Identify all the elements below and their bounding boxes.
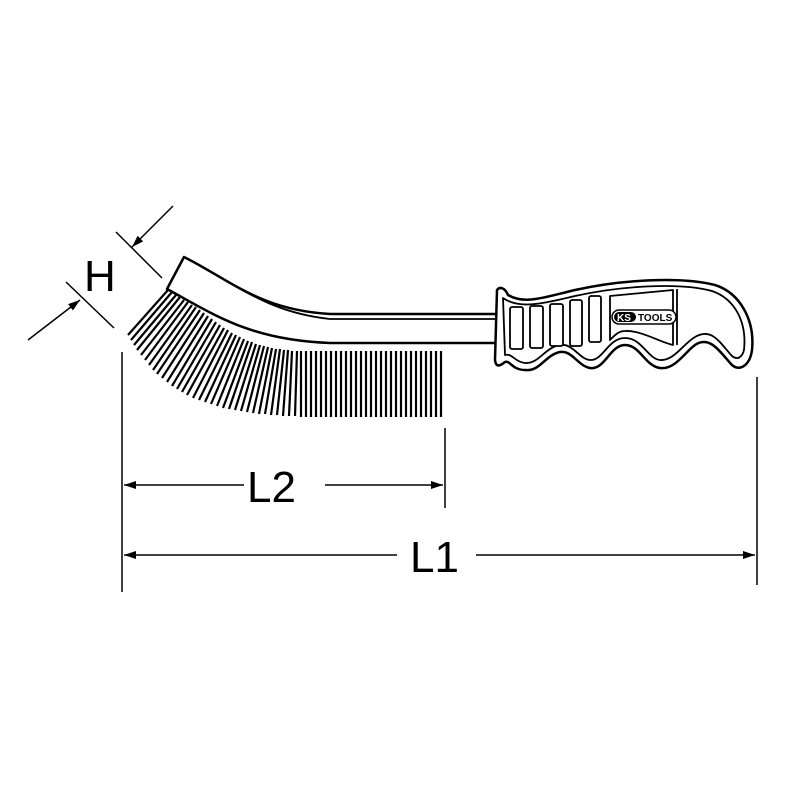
h-arrow-top: [131, 205, 174, 248]
h-extension-line-top: [115, 231, 163, 279]
logo-prefix: KS: [617, 313, 631, 324]
dimension-label-h: H: [84, 252, 116, 301]
logo-suffix: TOOLS: [638, 313, 673, 324]
h-arrow-bottom: [27, 299, 81, 341]
brush-handle: [493, 278, 754, 372]
extension-lines: [121, 352, 758, 592]
brush-bristles: [127, 289, 443, 417]
h-extension-line-bottom: [65, 281, 115, 329]
brand-logo: KS TOOLS: [611, 309, 677, 325]
dimension-h: [27, 205, 174, 341]
dimension-label-l2: L2: [247, 463, 296, 512]
dimension-label-l1: L1: [410, 533, 459, 582]
